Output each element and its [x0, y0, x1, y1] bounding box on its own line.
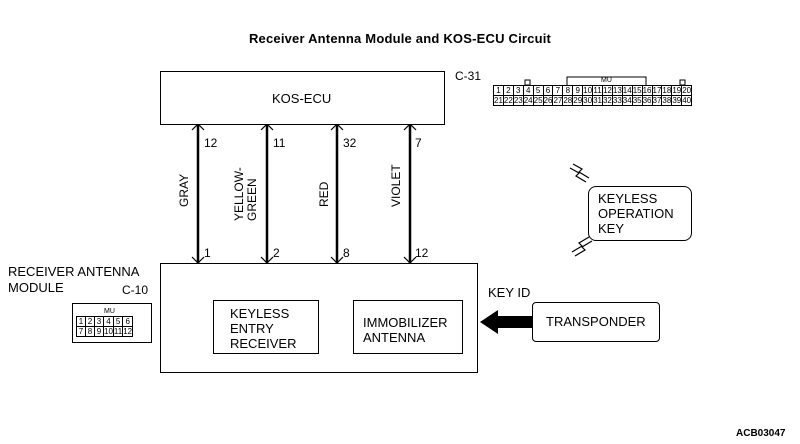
ecu-pin-number: 32: [343, 136, 357, 150]
connector-pin-cell: 19: [671, 85, 683, 96]
ecu-pin-number: 7: [415, 136, 422, 150]
connector-pin-cell: 8: [85, 326, 95, 337]
connector-pin-cell: 3: [94, 316, 104, 327]
module-connector-tag: MU: [104, 308, 115, 315]
ecu-connector-tag: MU: [601, 77, 612, 84]
connector-pin-cell: 33: [611, 95, 623, 106]
connector-pin-cell: 14: [621, 85, 633, 96]
connector-pin-cell: 31: [592, 95, 603, 106]
connector-pin-cell: 7: [76, 326, 86, 337]
key-id-arrow: [480, 310, 532, 334]
connector-pin-cell: 17: [651, 85, 663, 96]
immobilizer-antenna-box: [353, 300, 463, 354]
wire-color-label: VIOLET: [389, 164, 403, 207]
wire-color-label: GRAY: [177, 173, 191, 207]
connector-pin-cell: 20: [681, 85, 693, 96]
connector-pin-cell: 28: [562, 95, 574, 106]
connector-pin-cell: 11: [592, 85, 603, 96]
connector-pin-cell: 3: [512, 85, 524, 96]
ecu-connector-id: C-31: [455, 69, 482, 83]
keyless-operation-key-box: [588, 186, 692, 241]
module-pin-number: 1: [204, 246, 211, 260]
connector-pin-cell: 36: [641, 95, 653, 106]
connector-pin-cell: 10: [103, 326, 114, 337]
connector-pin-cell: 18: [661, 85, 673, 96]
connector-pin-cell: 2: [85, 316, 95, 327]
connector-pin-cell: 8: [562, 85, 574, 96]
connector-pin-cell: 9: [572, 85, 584, 96]
connector-pin-cell: 40: [681, 95, 693, 106]
connector-pin-cell: 38: [661, 95, 673, 106]
connector-pin-cell: 22: [502, 95, 514, 106]
connector-pin-cell: 6: [122, 316, 134, 327]
keyless-entry-receiver-box: [213, 300, 319, 354]
connector-pin-cell: 4: [522, 85, 534, 96]
module-pin-number: 12: [415, 246, 429, 260]
connector-pin-cell: 35: [631, 95, 643, 106]
connector-pin-cell: 1: [76, 316, 86, 327]
connector-pin-cell: 2: [502, 85, 514, 96]
connector-pin-cell: 13: [611, 85, 623, 96]
connector-pin-cell: 12: [601, 85, 613, 96]
connector-pin-cell: 37: [651, 95, 663, 106]
connector-pin-cell: 11: [112, 326, 124, 337]
figure-code: ACB03047: [736, 428, 786, 439]
module-connector-id: C-10: [122, 283, 149, 297]
wire-color-label: YELLOW-GREEN: [232, 167, 259, 221]
connector-pin-cell: 1: [493, 85, 504, 96]
connector-pin-cell: 30: [582, 95, 594, 106]
key-id-label: KEY ID: [488, 285, 531, 300]
connector-pin-cell: 26: [542, 95, 554, 106]
kos-ecu-label: KOS-ECU: [272, 91, 332, 106]
ecu-pin-number: 11: [273, 136, 286, 150]
wire-color-label: RED: [317, 181, 331, 207]
connector-pin-cell: 29: [572, 95, 584, 106]
connector-pin-cell: 39: [671, 95, 683, 106]
transponder-label: TRANSPONDER: [546, 314, 646, 329]
connector-pin-cell: 32: [601, 95, 613, 106]
connector-pin-cell: 5: [532, 85, 544, 96]
connector-pin-cell: 7: [552, 85, 564, 96]
connector-pin-cell: 15: [631, 85, 643, 96]
connector-pin-cell: 24: [522, 95, 534, 106]
module-pin-number: 2: [273, 246, 280, 260]
connector-pin-cell: 25: [532, 95, 544, 106]
transponder-box: [532, 302, 660, 342]
connector-pin-cell: 4: [103, 316, 114, 327]
diagram-title: Receiver Antenna Module and KOS-ECU Circ…: [248, 31, 552, 46]
connector-pin-cell: 6: [542, 85, 554, 96]
connector-pin-cell: 10: [582, 85, 594, 96]
connector-pin-cell: 27: [552, 95, 564, 106]
connector-pin-cell: 23: [512, 95, 524, 106]
radio-signal-icon: [569, 163, 593, 257]
connector-pin-cell: 21: [493, 95, 504, 106]
connector-pin-cell: 16: [641, 85, 653, 96]
connector-pin-cell: 12: [122, 326, 134, 337]
connector-pin-cell: 34: [621, 95, 633, 106]
ecu-pin-number: 12: [204, 136, 218, 150]
connector-pin-cell: 9: [94, 326, 104, 337]
kos-ecu-box: [160, 71, 445, 125]
connector-pin-cell: 5: [112, 316, 124, 327]
module-pin-number: 8: [343, 246, 350, 260]
